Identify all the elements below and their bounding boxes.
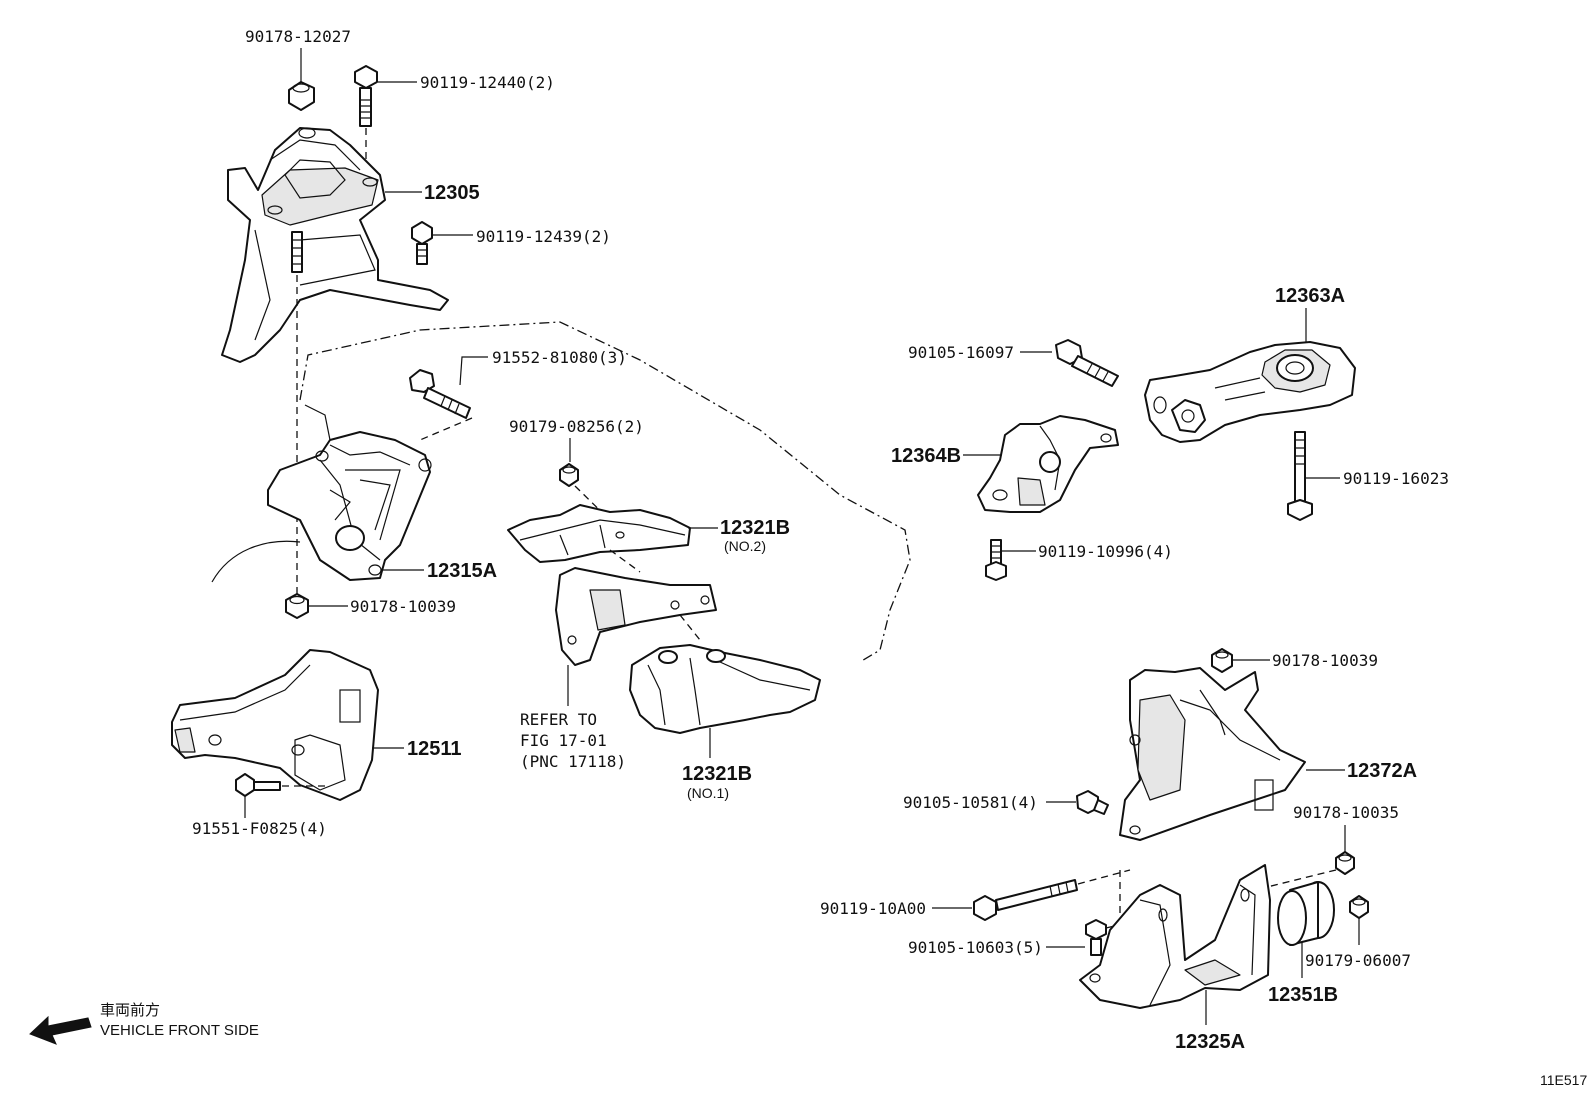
ref-line1: REFER TO xyxy=(520,710,597,729)
label-12351B: 12351B xyxy=(1268,984,1338,1006)
label-90119-12440: 90119-12440(2) xyxy=(420,73,555,92)
label-12321B-bottom: 12321B xyxy=(682,763,752,785)
bolt-90119-12440 xyxy=(354,65,378,127)
nut-90178-10035 xyxy=(1335,851,1355,875)
bolt-91551-F0825 xyxy=(235,773,281,797)
nut-90178-12027 xyxy=(288,81,315,111)
label-90119-12439: 90119-12439(2) xyxy=(476,227,611,246)
label-91551-F0825: 91551-F0825(4) xyxy=(192,819,327,838)
label-90119-16023: 90119-16023 xyxy=(1343,469,1449,488)
label-12305: 12305 xyxy=(424,182,480,204)
bolt-90105-10581 xyxy=(1076,790,1109,815)
label-12325A: 12325A xyxy=(1175,1031,1245,1053)
legend-en: VEHICLE FRONT SIDE xyxy=(100,1022,259,1039)
label-12321B-bottom-sub: (NO.1) xyxy=(687,785,729,801)
nut-90178-10039-right xyxy=(1211,648,1233,673)
stay-bracket xyxy=(555,567,717,666)
label-90105-10581: 90105-10581(4) xyxy=(903,793,1038,812)
label-12364B: 12364B xyxy=(891,445,961,467)
ref-line3: (PNC 17118) xyxy=(520,752,626,771)
nut-90179-06007 xyxy=(1349,895,1369,919)
bolt-91552-81080 xyxy=(409,369,471,419)
ref-line2: FIG 17-01 xyxy=(520,731,607,750)
bolt-90119-10996 xyxy=(985,539,1007,581)
insulator-12321B-no1 xyxy=(629,644,821,734)
torque-rod-12363A xyxy=(1144,341,1356,443)
label-90119-10A00: 90119-10A00 xyxy=(820,899,926,918)
label-12315A: 12315A xyxy=(427,560,497,582)
arrow-left-icon xyxy=(29,1015,92,1045)
label-12321B-top-sub: (NO.2) xyxy=(724,538,766,554)
legend-jp: 車両前方 xyxy=(100,1002,160,1019)
engine-mount-12305 xyxy=(221,127,449,363)
bracket-12511 xyxy=(171,649,379,801)
label-90179-08256: 90179-08256(2) xyxy=(509,417,644,436)
label-12511: 12511 xyxy=(407,738,462,760)
label-90178-10035: 90178-10035 xyxy=(1293,803,1399,822)
bushing-12351B xyxy=(1277,881,1335,946)
label-91552-81080: 91552-81080(3) xyxy=(492,348,627,367)
figure-code: 11E517 xyxy=(1540,1072,1587,1088)
insulator-12321B-no2 xyxy=(507,504,691,563)
mount-12372A xyxy=(1119,667,1306,841)
label-90178-10039-left: 90178-10039 xyxy=(350,597,456,616)
bracket-12325A xyxy=(1079,864,1271,1009)
bolt-90119-10A00 xyxy=(973,879,1078,921)
label-12321B-top: 12321B xyxy=(720,517,790,539)
label-90179-06007: 90179-06007 xyxy=(1305,951,1411,970)
label-12363A: 12363A xyxy=(1275,285,1345,307)
label-90178-12027: 90178-12027 xyxy=(245,27,351,46)
label-90119-10996: 90119-10996(4) xyxy=(1038,542,1173,561)
label-90105-16097: 90105-16097 xyxy=(908,343,1014,362)
bolt-90105-16097 xyxy=(1055,339,1119,387)
nut-90179-08256 xyxy=(559,463,579,487)
nut-90178-10039-left xyxy=(285,593,309,619)
label-90105-10603: 90105-10603(5) xyxy=(908,938,1043,957)
label-12372A: 12372A xyxy=(1347,760,1417,782)
bracket-12315A xyxy=(267,431,432,581)
mount-bracket-12364B xyxy=(977,415,1119,513)
bolt-90119-12439 xyxy=(411,221,433,265)
label-90178-10039-right: 90178-10039 xyxy=(1272,651,1378,670)
bolt-90105-10603 xyxy=(1085,919,1107,956)
bolt-90119-16023 xyxy=(1287,431,1313,521)
